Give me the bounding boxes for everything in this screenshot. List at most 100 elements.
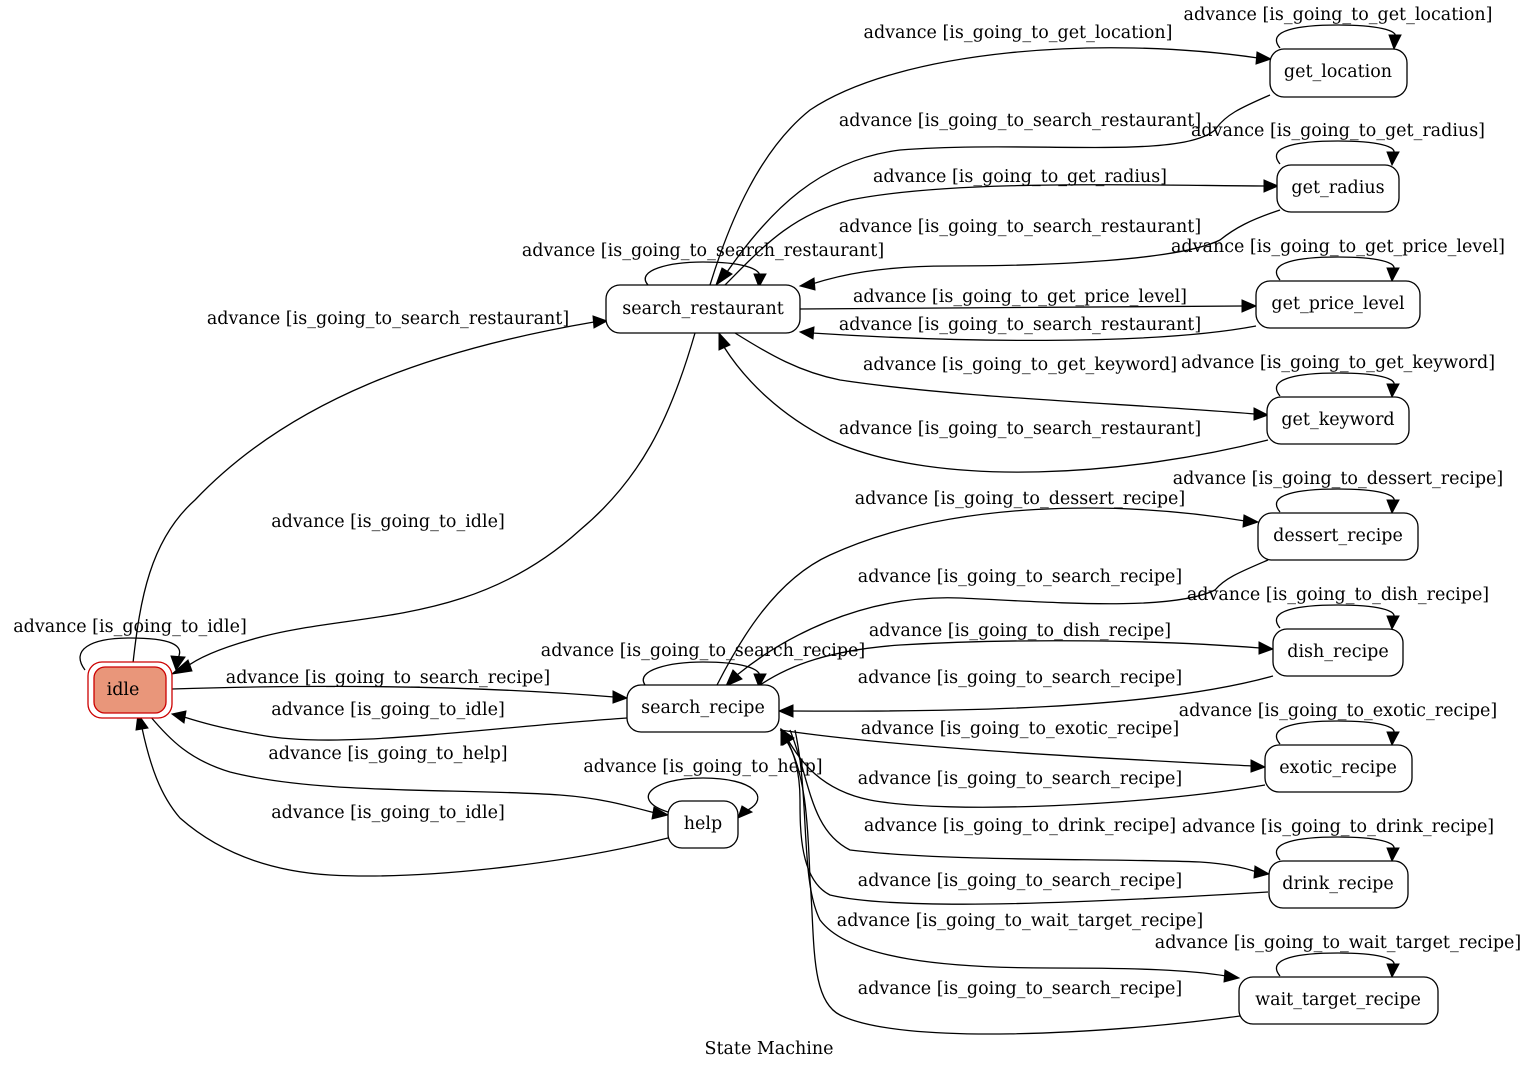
- edge-label-sr-to-get-price-level: advance [is_going_to_get_price_level]: [853, 287, 1187, 307]
- state-idle-inner: [93, 666, 167, 714]
- state-dessert-recipe[interactable]: dessert_recipe: [1257, 512, 1419, 561]
- edge-exotic-recipe-to-rc: advance [is_going_to_search_recipe]: [780, 727, 1266, 808]
- state-help[interactable]: help: [667, 800, 739, 849]
- state-wait-target-recipe[interactable]: wait_target_recipe: [1238, 976, 1439, 1025]
- state-get-radius-label: get_radius: [1291, 178, 1384, 198]
- state-idle[interactable]: idle: [87, 661, 173, 719]
- edge-search-restaurant-to-idle: advance [is_going_to_idle]: [170, 332, 696, 675]
- edge-label-rc-to-exotic-recipe: advance [is_going_to_exotic_recipe]: [861, 719, 1179, 739]
- edge-idle-to-search-recipe: advance [is_going_to_search_recipe]: [171, 668, 629, 704]
- edge-label-rc-to-wait-target-recipe: advance [is_going_to_wait_target_recipe]: [837, 911, 1203, 931]
- edge-label-idle-to-search-recipe: advance [is_going_to_search_recipe]: [226, 668, 550, 688]
- state-search-restaurant-box: [605, 284, 801, 334]
- edge-label-search-restaurant-self: advance [is_going_to_search_restaurant]: [522, 241, 884, 261]
- edge-search-recipe-self: advance [is_going_to_search_recipe]: [541, 641, 865, 689]
- nodes: idle search_restaurant search_recipe hel…: [87, 48, 1439, 1025]
- state-dish-recipe-label: dish_recipe: [1287, 642, 1388, 662]
- edge-search-restaurant-self: advance [is_going_to_search_restaurant]: [522, 241, 884, 289]
- state-wait-target-recipe-label: wait_target_recipe: [1255, 990, 1421, 1010]
- state-get-location-box: [1269, 48, 1408, 98]
- state-get-location[interactable]: get_location: [1269, 48, 1408, 98]
- edge-sr-to-get-location: advance [is_going_to_get_location]: [709, 23, 1273, 286]
- edge-label-get-price-level-self: advance [is_going_to_get_price_level]: [1171, 237, 1505, 257]
- edges: advance [is_going_to_idle] advance [is_g…: [13, 5, 1521, 1035]
- state-get-location-label: get_location: [1284, 62, 1392, 82]
- edge-idle-to-help: advance [is_going_to_help]: [149, 715, 670, 820]
- state-search-recipe-label: search_recipe: [641, 698, 765, 718]
- state-drink-recipe-label: drink_recipe: [1282, 874, 1393, 894]
- state-get-radius-box: [1276, 164, 1400, 213]
- state-exotic-recipe-label: exotic_recipe: [1279, 758, 1397, 778]
- state-search-recipe-box: [626, 684, 780, 733]
- state-get-keyword[interactable]: get_keyword: [1266, 396, 1410, 445]
- edge-help-to-idle: advance [is_going_to_idle]: [135, 712, 669, 877]
- edge-label-search-recipe-to-idle: advance [is_going_to_idle]: [271, 700, 505, 720]
- edge-get-price-level-to-sr: advance [is_going_to_search_restaurant]: [798, 315, 1257, 342]
- edge-label-search-restaurant-to-idle: advance [is_going_to_idle]: [271, 512, 505, 532]
- edge-get-keyword-self: advance [is_going_to_get_keyword]: [1181, 353, 1495, 399]
- state-search-recipe[interactable]: search_recipe: [626, 684, 780, 733]
- state-drink-recipe-box: [1268, 860, 1409, 909]
- edge-get-location-to-sr: advance [is_going_to_search_restaurant]: [715, 94, 1271, 287]
- state-help-label: help: [684, 814, 722, 834]
- edge-label-help-self: advance [is_going_to_help]: [583, 757, 822, 777]
- edge-dessert-recipe-self: advance [is_going_to_dessert_recipe]: [1173, 469, 1504, 515]
- state-dish-recipe-box: [1272, 628, 1404, 677]
- edge-label-sr-to-get-location: advance [is_going_to_get_location]: [864, 23, 1173, 43]
- edge-label-get-location-self: advance [is_going_to_get_location]: [1184, 5, 1493, 25]
- state-search-restaurant[interactable]: search_restaurant: [605, 284, 801, 334]
- state-help-box: [667, 800, 739, 849]
- edge-help-self: advance [is_going_to_help]: [583, 757, 823, 819]
- edge-label-sr-to-get-keyword: advance [is_going_to_get_keyword]: [863, 355, 1177, 375]
- state-get-price-level-box: [1255, 280, 1421, 329]
- edge-dessert-recipe-to-rc: advance [is_going_to_search_recipe]: [725, 559, 1269, 687]
- state-search-restaurant-label: search_restaurant: [622, 299, 784, 319]
- edge-label-dessert-recipe-self: advance [is_going_to_dessert_recipe]: [1173, 469, 1504, 489]
- edge-label-wait-target-recipe-self: advance [is_going_to_wait_target_recipe]: [1155, 933, 1521, 953]
- state-idle-label: idle: [107, 680, 140, 700]
- edge-label-rc-to-dish-recipe: advance [is_going_to_dish_recipe]: [869, 621, 1171, 641]
- state-exotic-recipe[interactable]: exotic_recipe: [1264, 744, 1413, 793]
- edge-label-get-location-to-sr: advance [is_going_to_search_restaurant]: [839, 111, 1201, 131]
- state-drink-recipe[interactable]: drink_recipe: [1268, 860, 1409, 909]
- edge-label-search-recipe-self: advance [is_going_to_search_recipe]: [541, 641, 865, 661]
- edge-label-wait-target-recipe-to-rc: advance [is_going_to_search_recipe]: [858, 979, 1182, 999]
- state-get-price-level[interactable]: get_price_level: [1255, 280, 1421, 329]
- state-get-keyword-box: [1266, 396, 1410, 445]
- state-dessert-recipe-box: [1257, 512, 1419, 561]
- state-exotic-recipe-box: [1264, 744, 1413, 793]
- state-wait-target-recipe-box: [1238, 976, 1439, 1025]
- edge-label-rc-to-dessert-recipe: advance [is_going_to_dessert_recipe]: [855, 489, 1186, 509]
- edge-label-drink-recipe-self: advance [is_going_to_drink_recipe]: [1182, 817, 1494, 837]
- edge-label-get-keyword-to-sr: advance [is_going_to_search_restaurant]: [839, 419, 1201, 439]
- edge-label-idle-to-search-restaurant: advance [is_going_to_search_restaurant]: [207, 309, 569, 329]
- edge-dish-recipe-self: advance [is_going_to_dish_recipe]: [1187, 585, 1489, 631]
- edge-label-idle-to-help: advance [is_going_to_help]: [268, 744, 507, 764]
- edge-label-dish-recipe-to-rc: advance [is_going_to_search_recipe]: [858, 668, 1182, 688]
- edge-idle-to-search-restaurant: advance [is_going_to_search_restaurant]: [132, 309, 609, 664]
- edge-label-get-radius-to-sr: advance [is_going_to_search_restaurant]: [839, 217, 1201, 237]
- state-get-radius[interactable]: get_radius: [1276, 164, 1400, 213]
- edge-get-keyword-to-sr: advance [is_going_to_search_restaurant]: [718, 331, 1269, 473]
- edge-label-get-price-level-to-sr: advance [is_going_to_search_restaurant]: [839, 315, 1201, 335]
- edge-sr-to-get-price-level: advance [is_going_to_get_price_level]: [799, 287, 1258, 313]
- edge-label-drink-recipe-to-rc: advance [is_going_to_search_recipe]: [858, 871, 1182, 891]
- edge-label-help-to-idle: advance [is_going_to_idle]: [271, 803, 505, 823]
- edge-rc-to-dessert-recipe: advance [is_going_to_dessert_recipe]: [716, 489, 1260, 686]
- edge-dish-recipe-to-rc: advance [is_going_to_search_recipe]: [777, 668, 1274, 718]
- state-get-price-level-label: get_price_level: [1271, 294, 1405, 314]
- edge-label-exotic-recipe-self: advance [is_going_to_exotic_recipe]: [1179, 701, 1497, 721]
- edge-label-dish-recipe-self: advance [is_going_to_dish_recipe]: [1187, 585, 1489, 605]
- edge-search-recipe-to-idle: advance [is_going_to_idle]: [170, 700, 628, 741]
- edge-get-location-self: advance [is_going_to_get_location]: [1184, 5, 1493, 51]
- edge-get-radius-self: advance [is_going_to_get_radius]: [1191, 121, 1485, 167]
- edge-wait-target-recipe-to-rc: advance [is_going_to_search_recipe]: [780, 727, 1241, 1035]
- edge-wait-target-recipe-self: advance [is_going_to_wait_target_recipe]: [1155, 933, 1521, 979]
- edge-label-idle-self: advance [is_going_to_idle]: [13, 617, 247, 637]
- edge-label-dessert-recipe-to-rc: advance [is_going_to_search_recipe]: [858, 567, 1182, 587]
- edge-rc-to-dish-recipe: advance [is_going_to_dish_recipe]: [759, 621, 1275, 686]
- edge-sr-to-get-keyword: advance [is_going_to_get_keyword]: [734, 332, 1270, 421]
- edge-rc-to-wait-target-recipe: advance [is_going_to_wait_target_recipe]: [794, 729, 1241, 983]
- edge-rc-to-drink-recipe: advance [is_going_to_drink_recipe]: [789, 729, 1271, 879]
- state-dish-recipe[interactable]: dish_recipe: [1272, 628, 1404, 677]
